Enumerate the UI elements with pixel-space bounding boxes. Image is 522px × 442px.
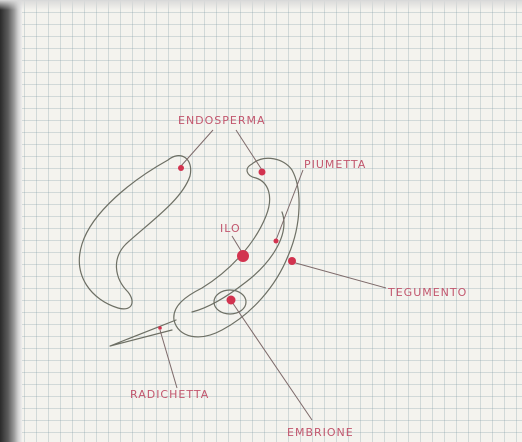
hilum-marker	[237, 250, 249, 262]
endosperm-leader-right	[236, 130, 262, 170]
embryo-marker	[227, 296, 236, 305]
radicle-outline	[110, 320, 176, 346]
label-radicle: RADICHETTA	[130, 388, 209, 401]
integument-marker	[288, 257, 296, 265]
label-integument: TEGUMENTO	[387, 286, 467, 299]
embryo-leader	[232, 302, 312, 420]
endosperm-right-marker	[259, 169, 266, 176]
endosperm-left-marker	[178, 165, 184, 171]
integument-leader	[292, 262, 386, 288]
radicle-marker	[158, 326, 162, 330]
right-integument-outline	[174, 158, 299, 337]
label-plumule: PIUMETTA	[304, 158, 366, 171]
label-hilum: ILO	[220, 222, 241, 235]
radicle-leader	[160, 330, 177, 388]
label-endosperm: ENDOSPERMA	[178, 114, 266, 127]
endosperm-leader-left	[181, 130, 213, 166]
left-endosperm-outline	[79, 156, 190, 309]
plumule-marker	[274, 239, 279, 244]
label-embryo: EMBRIONE	[287, 426, 354, 439]
